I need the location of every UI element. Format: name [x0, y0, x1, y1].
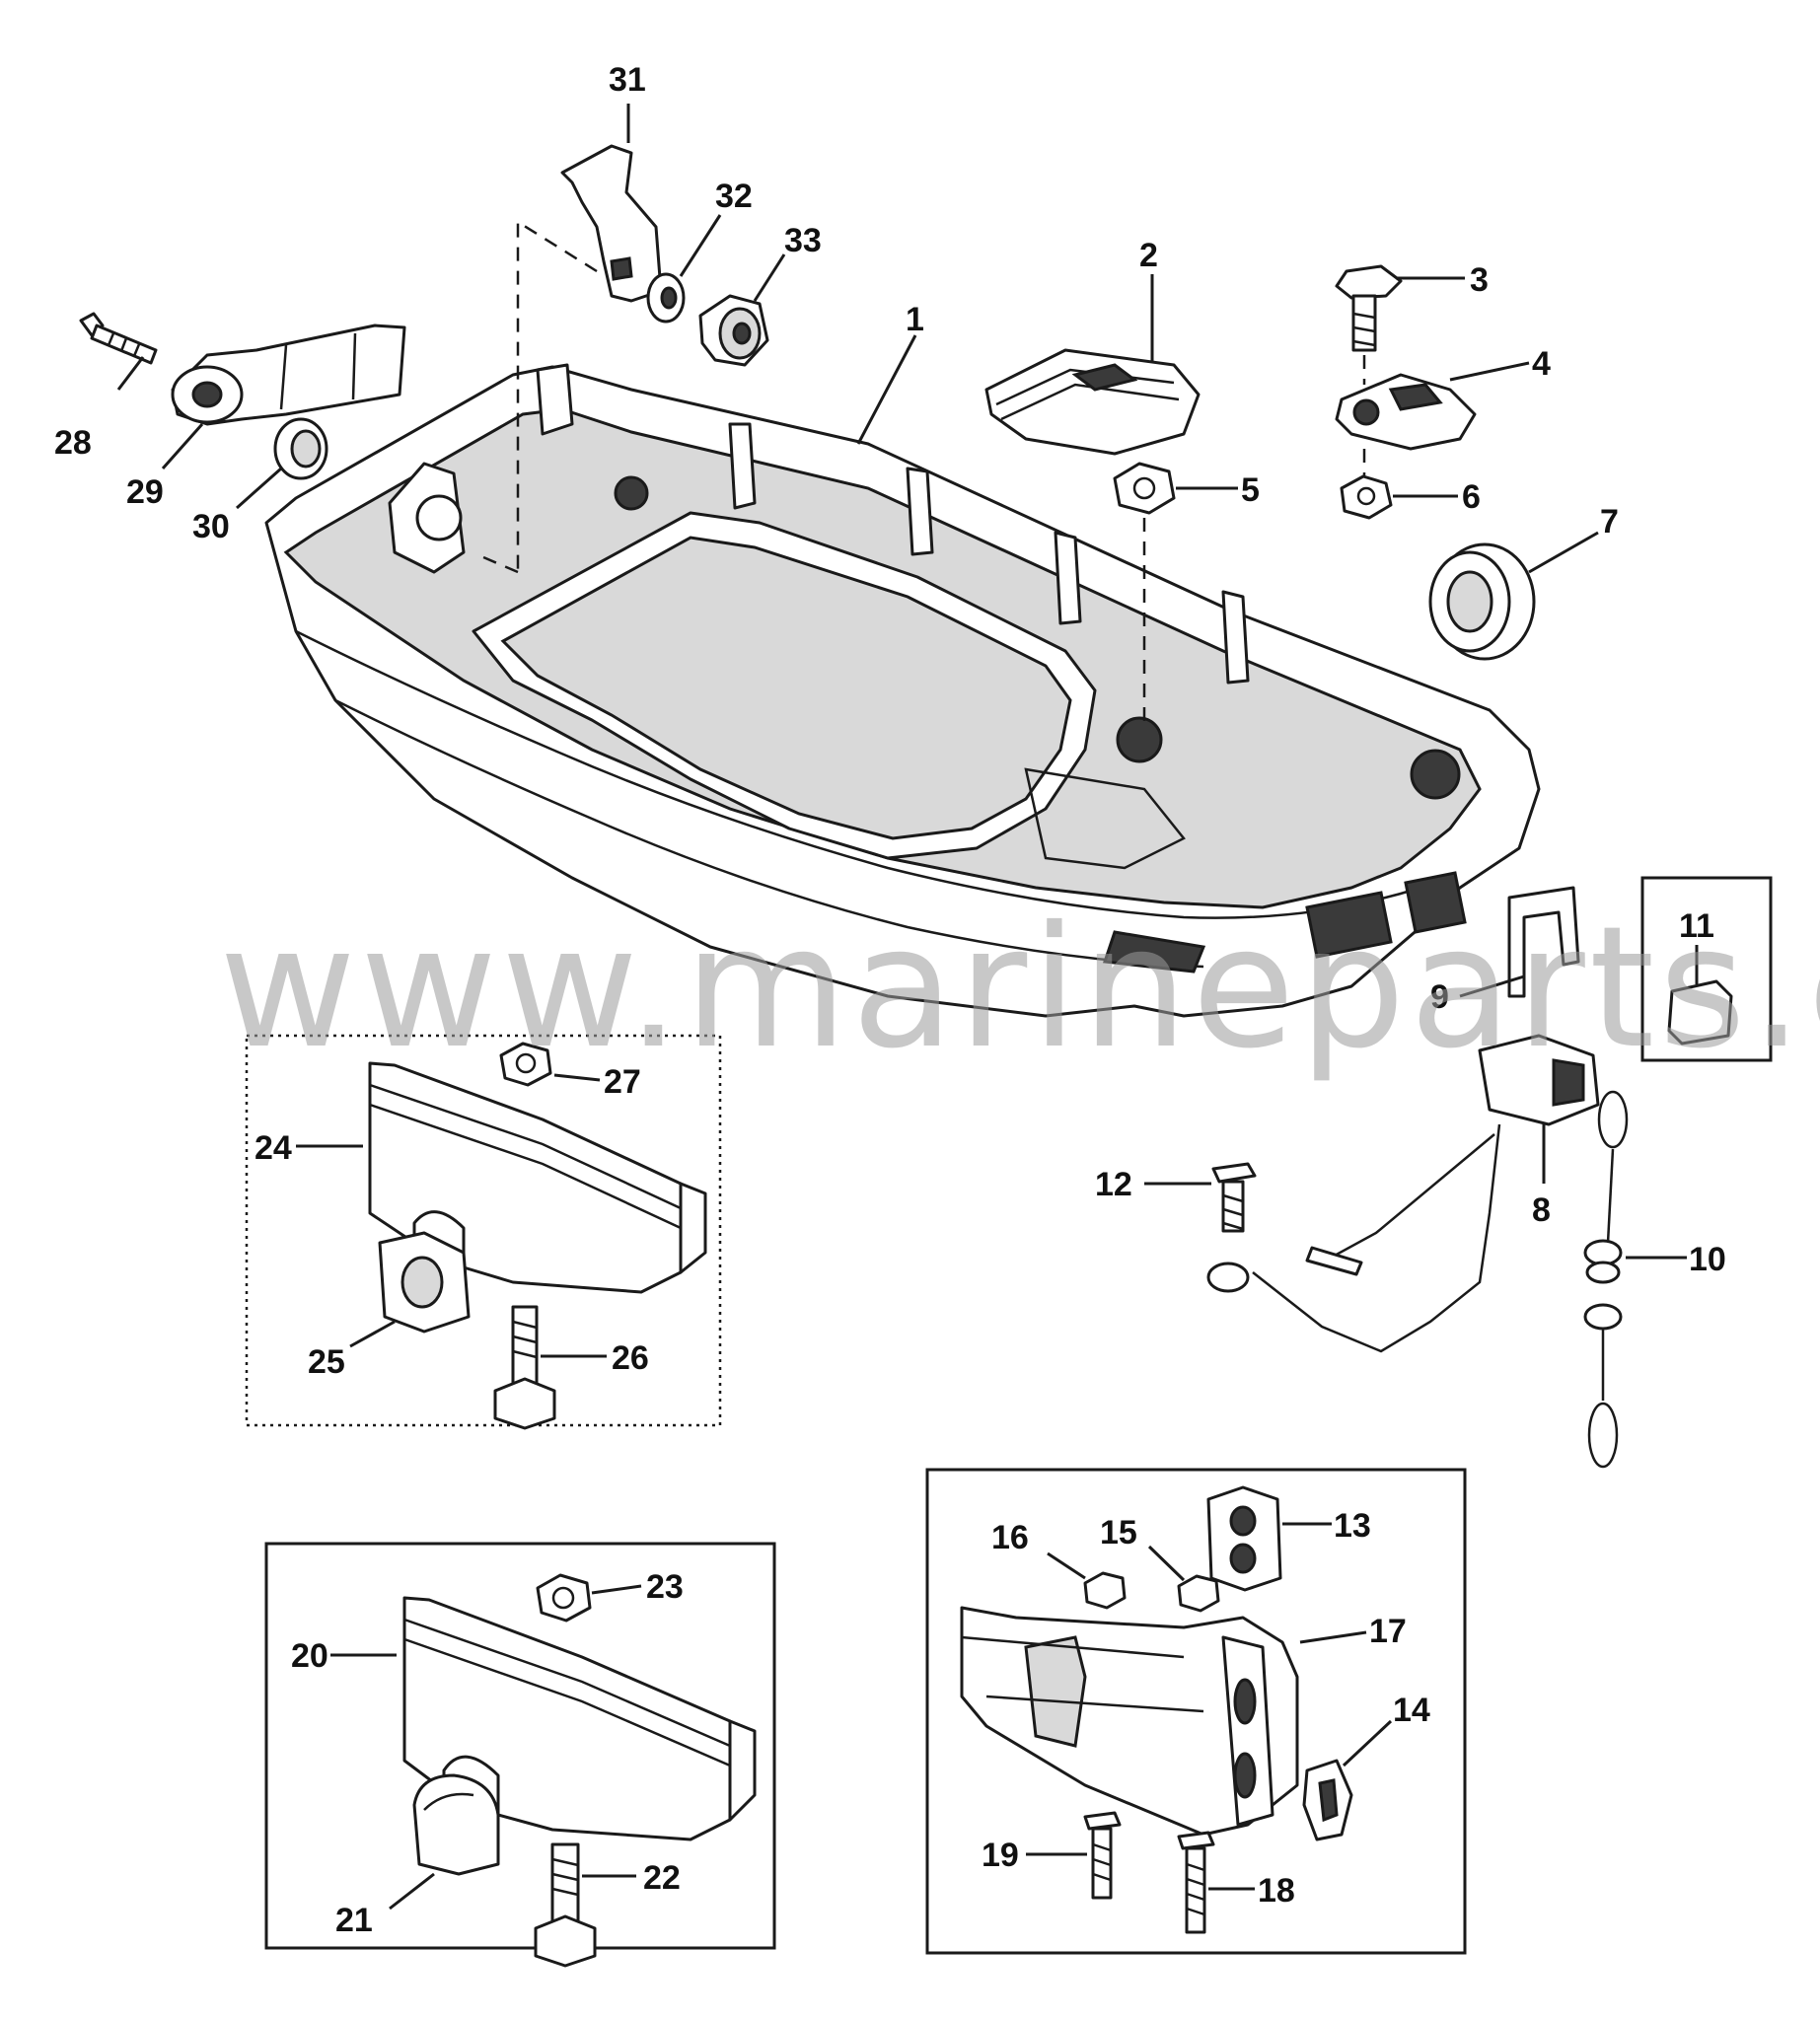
callout-2: 2	[1139, 237, 1158, 274]
block-13	[1206, 1485, 1282, 1592]
bushing-33	[698, 294, 769, 367]
bolt-26	[493, 1305, 556, 1430]
leader-33	[753, 253, 786, 302]
callout-33: 33	[784, 222, 822, 259]
bracket-31	[560, 144, 663, 303]
leader-9	[1459, 974, 1525, 998]
grommet-21	[412, 1773, 500, 1876]
box-11	[1640, 876, 1773, 1062]
leader-14	[1342, 1719, 1393, 1768]
leader-25	[349, 1320, 396, 1348]
callout-3: 3	[1470, 261, 1489, 299]
plug-11	[1667, 979, 1733, 1046]
callout-27: 27	[604, 1063, 641, 1101]
callout-16: 16	[991, 1519, 1029, 1556]
nut-23	[536, 1573, 592, 1623]
callout-22: 22	[643, 1859, 681, 1897]
screw-19	[1083, 1811, 1122, 1900]
callout-5: 5	[1241, 471, 1260, 509]
callout-24: 24	[255, 1129, 292, 1167]
callout-15: 15	[1100, 1514, 1137, 1551]
callout-10: 10	[1689, 1241, 1726, 1278]
callout-14: 14	[1393, 1692, 1430, 1729]
callout-8: 8	[1532, 1191, 1551, 1229]
nut-6	[1340, 474, 1393, 520]
grommet-2	[984, 348, 1201, 456]
leader-4	[1449, 361, 1530, 382]
nut-16	[1083, 1571, 1127, 1610]
callout-25: 25	[308, 1343, 345, 1381]
nut-27	[499, 1042, 552, 1087]
callout-4: 4	[1532, 345, 1551, 383]
callout-18: 18	[1258, 1872, 1295, 1910]
leader-16	[1047, 1551, 1086, 1580]
callout-31: 31	[609, 61, 646, 99]
bolt-3	[1335, 264, 1403, 352]
leader-21	[389, 1872, 435, 1911]
screw-18	[1177, 1831, 1215, 1934]
screw-28	[79, 312, 158, 365]
callout-28: 28	[54, 424, 92, 462]
leader-17	[1299, 1630, 1367, 1644]
tiller-bracket-17	[960, 1606, 1299, 1837]
callout-7: 7	[1600, 503, 1619, 541]
callout-21: 21	[335, 1902, 373, 1939]
callout-30: 30	[192, 508, 230, 545]
clip-9	[1507, 886, 1580, 998]
nut-5	[1113, 462, 1176, 515]
washer-32	[646, 272, 686, 324]
leader-27	[553, 1073, 601, 1082]
box-24-27	[245, 1034, 722, 1427]
bottom-cowl	[264, 363, 1541, 1018]
grommet-25	[378, 1231, 471, 1334]
clip-14	[1302, 1759, 1353, 1841]
callout-9: 9	[1430, 978, 1449, 1016]
callout-6: 6	[1462, 478, 1481, 516]
callout-17: 17	[1369, 1613, 1407, 1650]
bracket-4	[1335, 373, 1477, 451]
leader-15	[1147, 1545, 1186, 1582]
leader-28	[116, 356, 145, 391]
bushing-30	[273, 417, 328, 480]
callout-12: 12	[1095, 1166, 1132, 1203]
screw-12	[1211, 1162, 1257, 1233]
nut-15	[1177, 1574, 1220, 1613]
callout-1: 1	[906, 301, 924, 338]
leader-7	[1528, 531, 1599, 574]
leader-30	[236, 467, 282, 510]
callout-29: 29	[126, 473, 164, 511]
leader-29	[161, 423, 204, 469]
bracket-24	[368, 1061, 707, 1294]
callout-26: 26	[612, 1339, 649, 1377]
bolt-22	[534, 1842, 597, 1968]
callout-11: 11	[1679, 907, 1714, 945]
box-13-19	[925, 1468, 1467, 1955]
leader-32	[679, 214, 722, 277]
lever-29	[171, 324, 406, 426]
callout-20: 20	[291, 1637, 328, 1675]
bracket-20	[402, 1596, 757, 1841]
callout-23: 23	[646, 1568, 684, 1606]
box-20-23	[264, 1542, 776, 1950]
kill-switch-8	[1206, 1034, 1600, 1353]
leader-23	[591, 1584, 642, 1595]
callout-32: 32	[715, 178, 753, 215]
leader-1	[856, 334, 917, 445]
callout-19: 19	[982, 1837, 1019, 1874]
watermark: www.marineparts.eu	[219, 891, 1820, 1086]
lanyard-10	[1583, 1090, 1629, 1469]
callout-13: 13	[1334, 1507, 1371, 1545]
grommet-7	[1428, 542, 1536, 661]
